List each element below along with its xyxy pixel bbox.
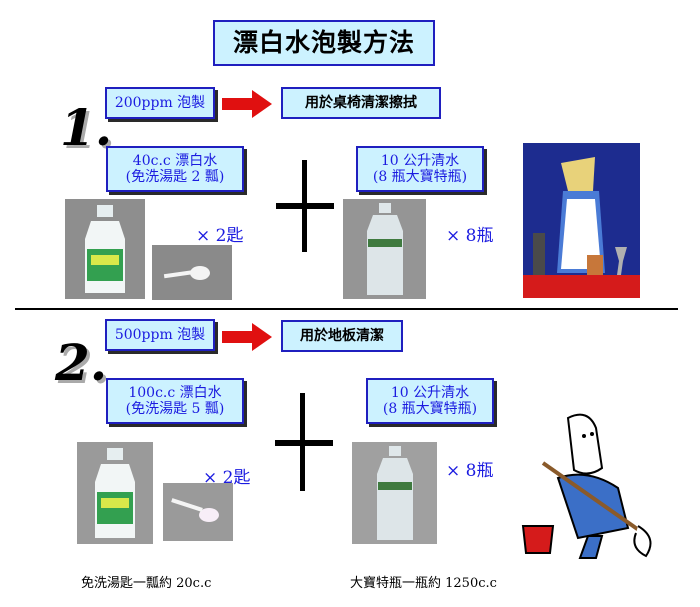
- section-2-bleach-box: 100c.c 漂白水 (免洗湯匙 5 瓢): [106, 378, 244, 424]
- section-1-bleach-amount: 40c.c 漂白水: [132, 152, 218, 169]
- section-1-use-box: 用於桌椅清潔擦拭: [281, 87, 441, 119]
- section-2-water-amount: 10 公升清水: [390, 384, 470, 401]
- section-2-use-box: 用於地板清潔: [281, 320, 403, 352]
- section-1-bleach-box: 40c.c 漂白水 (免洗湯匙 2 瓢): [106, 146, 244, 192]
- mopping-clipart: [521, 413, 652, 559]
- plus-sign-horizontal: [275, 440, 333, 446]
- bottle-volume-note: 大寶特瓶一瓶約 1250c.c: [350, 576, 497, 591]
- section-1-ppm-label: 200ppm 泡製: [114, 94, 206, 111]
- section-2-bleach-spoons: (免洗湯匙 5 瓢): [125, 401, 225, 417]
- section-1-number: 1.: [60, 98, 113, 157]
- section-2-bleach-amount: 100c.c 漂白水: [128, 384, 222, 401]
- spoon-volume-note: 免洗湯匙一瓢約 20c.c: [81, 576, 212, 591]
- bleach-bottle-photo: [77, 442, 153, 544]
- section-1-water-amount: 10 公升清水: [380, 152, 460, 169]
- section-2-water-bottles: (8 瓶大寶特瓶): [382, 401, 478, 417]
- section-2-bottle-qty: × 8瓶: [446, 461, 494, 481]
- spoon-photo: [152, 245, 232, 300]
- page-title: 漂白水泡製方法: [213, 20, 435, 66]
- section-2-spoon-qty: × 2匙: [203, 468, 251, 488]
- section-1-bottle-qty: × 8瓶: [446, 226, 494, 246]
- section-1-water-box: 10 公升清水 (8 瓶大寶特瓶): [356, 146, 484, 192]
- bleach-bottle-photo: [65, 199, 145, 299]
- arrow-right-icon: [222, 90, 272, 118]
- section-2-number: 2.: [55, 333, 108, 392]
- water-bottle-photo: [343, 199, 426, 299]
- section-2-ppm-label: 500ppm 泡製: [114, 326, 206, 343]
- arrow-right-icon: [222, 323, 272, 351]
- section-2-water-box: 10 公升清水 (8 瓶大寶特瓶): [366, 378, 494, 424]
- spoon-photo: [163, 483, 233, 541]
- section-1-ppm-box: 200ppm 泡製: [105, 87, 215, 119]
- section-2-ppm-box: 500ppm 泡製: [105, 319, 215, 351]
- section-1-spoon-qty: × 2匙: [196, 226, 244, 246]
- plus-sign-horizontal: [276, 203, 334, 209]
- bartender-clipart: [523, 143, 640, 298]
- water-bottle-photo: [352, 442, 437, 544]
- section-2-use-label: 用於地板清潔: [300, 327, 384, 344]
- section-divider: [15, 308, 678, 310]
- section-1-use-label: 用於桌椅清潔擦拭: [305, 94, 417, 111]
- section-1-bleach-spoons: (免洗湯匙 2 瓢): [125, 169, 225, 185]
- section-1-water-bottles: (8 瓶大寶特瓶): [372, 169, 468, 185]
